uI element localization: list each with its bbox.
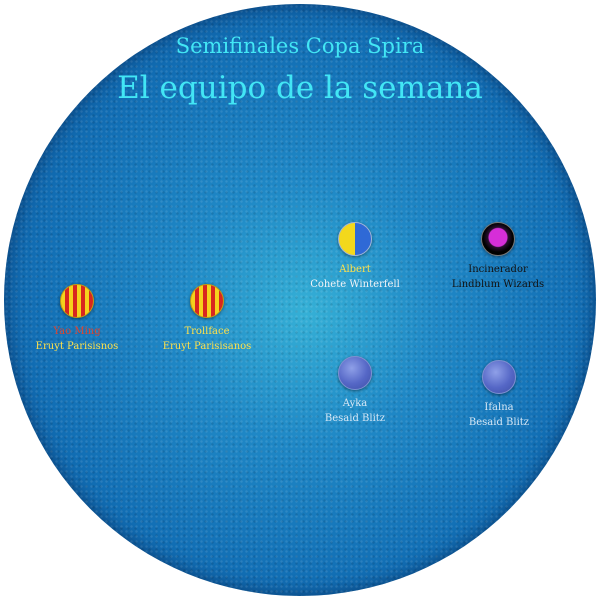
player-team: Besaid Blitz: [468, 417, 530, 428]
player-team: Eruyt Parisisanos: [162, 341, 252, 352]
page-subtitle: Semifinales Copa Spira: [175, 34, 425, 58]
player-team: Lindblum Wizards: [451, 279, 545, 290]
player-card-incinerador[interactable]: Incinerador Lindblum Wizards: [408, 222, 588, 292]
blue-badge-icon: [482, 360, 516, 394]
player-name: Ayka: [342, 398, 368, 409]
page-title: El equipo de la semana: [117, 70, 483, 106]
player-team: Besaid Blitz: [324, 413, 386, 424]
black-magenta-badge-icon: [481, 222, 515, 256]
blue-badge-icon: [338, 356, 372, 390]
player-name: Albert: [339, 264, 371, 275]
player-card-yao-ming[interactable]: Yao Ming Eruyt Parisisnos: [0, 284, 167, 354]
yellow-blue-half-badge-icon: [338, 222, 372, 256]
player-card-ayka[interactable]: Ayka Besaid Blitz: [265, 356, 445, 426]
red-yellow-striped-badge-icon: [60, 284, 94, 318]
player-team: Eruyt Parisisnos: [35, 341, 119, 352]
player-name: Ifalna: [484, 402, 514, 413]
court-disc: [4, 4, 596, 596]
red-yellow-striped-badge-icon: [190, 284, 224, 318]
player-name: Incinerador: [468, 264, 528, 275]
player-card-albert[interactable]: Albert Cohete Winterfell: [265, 222, 445, 292]
player-name: Trollface: [184, 326, 230, 337]
player-card-trollface[interactable]: Trollface Eruyt Parisisanos: [117, 284, 297, 354]
player-name: Yao Ming: [53, 326, 101, 337]
player-team: Cohete Winterfell: [310, 279, 400, 290]
player-card-ifalna[interactable]: Ifalna Besaid Blitz: [409, 360, 589, 430]
